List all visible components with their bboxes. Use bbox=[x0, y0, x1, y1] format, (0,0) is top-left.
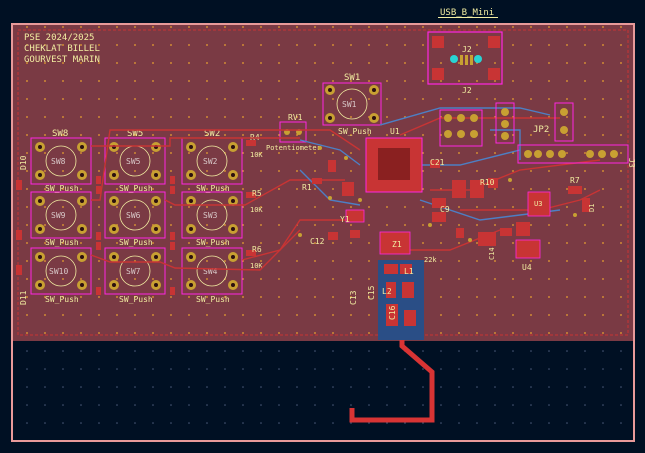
svg-text:SW_Push: SW_Push bbox=[119, 238, 153, 247]
svg-text:R7: R7 bbox=[570, 176, 580, 185]
vias bbox=[298, 146, 577, 242]
svg-text:L2: L2 bbox=[382, 287, 392, 296]
svg-text:JP2: JP2 bbox=[533, 125, 549, 135]
connector-j3[interactable]: J3 bbox=[517, 144, 636, 168]
svg-text:Potentiometer: Potentiometer bbox=[266, 144, 321, 152]
svg-text:SW_Push: SW_Push bbox=[45, 295, 79, 304]
switch-sw4[interactable]: SW4 SW_Push bbox=[181, 247, 243, 304]
unfilled-area bbox=[12, 341, 634, 441]
svg-text:L1: L1 bbox=[404, 267, 414, 276]
svg-text:SW10: SW10 bbox=[49, 267, 68, 276]
pcb-antenna-trace bbox=[349, 340, 435, 423]
usb-footprint-label: USB_B_Mini bbox=[440, 8, 494, 18]
svg-text:SW1: SW1 bbox=[342, 100, 357, 109]
switch-sw1[interactable]: SW1 SW1 SW_Push bbox=[322, 73, 382, 136]
svg-text:SW2: SW2 bbox=[203, 157, 218, 166]
note-line3: GOURVEST MARIN bbox=[24, 55, 100, 65]
svg-text:C13: C13 bbox=[349, 290, 358, 305]
front-copper-traces bbox=[90, 117, 601, 271]
smd-resistors bbox=[96, 140, 256, 295]
svg-text:R5: R5 bbox=[252, 189, 262, 198]
note-line1: PSE 2024/2025 bbox=[24, 33, 94, 43]
svg-text:SW5: SW5 bbox=[127, 129, 143, 139]
jumper-jp2[interactable]: JP2 bbox=[533, 102, 574, 142]
svg-text:C15: C15 bbox=[367, 285, 376, 300]
svg-text:D1: D1 bbox=[588, 204, 596, 212]
switch-sw9[interactable]: SW9 SW_Push bbox=[30, 191, 92, 247]
mcu-passives bbox=[312, 160, 530, 246]
svg-text:SW_Push: SW_Push bbox=[119, 295, 153, 304]
usb-ref: J2 bbox=[462, 45, 472, 54]
switch-sw3[interactable]: SW3 SW_Push bbox=[181, 191, 243, 247]
mcu-u1[interactable]: U1 bbox=[365, 127, 423, 193]
svg-text:SW6: SW6 bbox=[126, 211, 141, 220]
usb-connector[interactable]: USB_B_Mini J2 J2 bbox=[427, 8, 503, 95]
svg-text:C14: C14 bbox=[488, 247, 496, 260]
board-edge bbox=[11, 23, 635, 442]
svg-text:SW_Push: SW_Push bbox=[119, 184, 153, 193]
svg-text:10K: 10K bbox=[250, 262, 263, 270]
svg-text:SW4: SW4 bbox=[203, 267, 218, 276]
svg-text:C21: C21 bbox=[430, 158, 445, 167]
pin-header-2x3[interactable] bbox=[439, 109, 483, 147]
svg-text:R6: R6 bbox=[252, 245, 262, 254]
svg-text:SW8: SW8 bbox=[52, 129, 68, 139]
svg-text:SW3: SW3 bbox=[203, 211, 218, 220]
d11-label: D11 bbox=[19, 290, 28, 305]
switch-sw6[interactable]: SW6 SW_Push bbox=[104, 191, 166, 247]
ic-u3[interactable]: U3 bbox=[527, 191, 551, 217]
svg-text:Y1: Y1 bbox=[340, 215, 350, 224]
svg-text:C16: C16 bbox=[388, 305, 397, 320]
svg-text:10K: 10K bbox=[250, 206, 263, 214]
switch-sw7[interactable]: SW7 SW_Push bbox=[104, 247, 166, 304]
svg-text:U3: U3 bbox=[534, 200, 542, 208]
svg-text:SW_Push: SW_Push bbox=[196, 184, 230, 193]
svg-text:U1: U1 bbox=[390, 127, 400, 136]
regulator-z1[interactable]: Z1 bbox=[379, 231, 411, 255]
svg-text:SW2: SW2 bbox=[204, 129, 220, 139]
switch-sw8[interactable]: SW8 SW8 SW_Push bbox=[30, 129, 92, 193]
svg-text:RV1: RV1 bbox=[288, 113, 303, 122]
svg-text:SW9: SW9 bbox=[51, 211, 66, 220]
svg-text:SW_Push: SW_Push bbox=[338, 127, 372, 136]
svg-text:SW5: SW5 bbox=[126, 157, 141, 166]
silkscreen-notes: PSE 2024/2025 CHEKLAT BILLEL GOURVEST MA… bbox=[24, 33, 100, 65]
antenna-feed: L1 L2 C15 C16 C13 C14 bbox=[349, 247, 496, 340]
ic-u4[interactable]: U4 bbox=[515, 239, 541, 272]
svg-text:10K: 10K bbox=[250, 151, 263, 159]
svg-text:R10: R10 bbox=[480, 178, 495, 187]
svg-text:U4: U4 bbox=[522, 263, 532, 272]
svg-text:R1: R1 bbox=[302, 183, 312, 192]
switch-sw10[interactable]: SW10 SW_Push bbox=[30, 247, 92, 304]
svg-text:C12: C12 bbox=[310, 237, 325, 246]
crystal-y1 bbox=[345, 209, 365, 223]
svg-text:SW8: SW8 bbox=[51, 157, 66, 166]
svg-text:22k: 22k bbox=[424, 256, 437, 264]
svg-text:C9: C9 bbox=[440, 205, 450, 214]
svg-text:SW7: SW7 bbox=[126, 267, 141, 276]
pin-header-1x3[interactable] bbox=[495, 102, 515, 144]
usb-ref-bottom: J2 bbox=[462, 86, 472, 95]
svg-text:SW1: SW1 bbox=[344, 73, 360, 83]
svg-text:J3: J3 bbox=[627, 158, 636, 168]
svg-text:SW_Push: SW_Push bbox=[196, 295, 230, 304]
svg-text:SW_Push: SW_Push bbox=[45, 238, 79, 247]
svg-text:SW_Push: SW_Push bbox=[45, 184, 79, 193]
svg-text:Z1: Z1 bbox=[392, 240, 402, 249]
note-line2: CHEKLAT BILLEL bbox=[24, 44, 100, 54]
svg-text:SW_Push: SW_Push bbox=[196, 238, 230, 247]
d10-label: D10 bbox=[19, 155, 28, 170]
